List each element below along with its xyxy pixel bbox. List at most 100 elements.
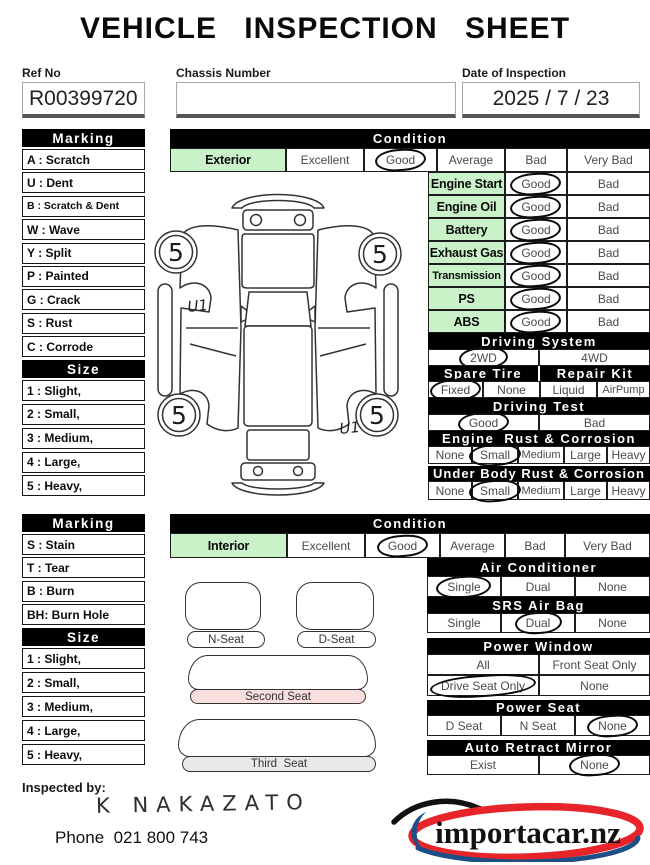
power-seat-option: None xyxy=(575,715,650,736)
mech-option: Good xyxy=(505,310,567,333)
inspected-by-label: Inspected by: xyxy=(22,780,106,795)
mechanical-row: Transmission Good Bad xyxy=(428,264,650,287)
importacar-logo: importacar.nz xyxy=(391,798,644,862)
driving-test-row: Good Bad xyxy=(428,414,650,431)
logo-text: importacar.nz xyxy=(435,815,621,850)
mech-option: Bad xyxy=(567,172,650,195)
mech-option: Bad xyxy=(567,264,650,287)
mech-label: Engine Oil xyxy=(428,195,505,218)
ac-option: Dual xyxy=(501,576,575,597)
tire-grade: 5 xyxy=(372,240,388,269)
power-window-option: All xyxy=(427,654,539,675)
driving-system-option: 2WD xyxy=(428,349,539,366)
legend-item: Y : Split xyxy=(22,242,145,264)
tire-grade: 5 xyxy=(171,401,187,430)
wheel-mark xyxy=(358,232,402,276)
driving-system-option: 4WD xyxy=(539,349,650,366)
legend-item: T : Tear xyxy=(22,557,145,579)
mechanical-row: Engine Start Good Bad xyxy=(428,172,650,195)
cabin-roof xyxy=(243,325,313,427)
legend-item: 1 : Slight, xyxy=(22,648,145,670)
wheel-mark xyxy=(154,230,198,274)
seat-diagram: N-Seat D-Seat Second Seat Third Seat xyxy=(170,579,402,779)
inspector-signature: K NAKAZATO xyxy=(95,790,311,818)
exterior-legend: Marking A : Scratch U : Dent B : Scratch… xyxy=(22,129,145,499)
repair-option: Liquid xyxy=(540,381,597,398)
mirror-option: Exist xyxy=(427,755,539,775)
mech-label: PS xyxy=(428,287,505,310)
exterior-row-label: Exterior xyxy=(170,148,286,172)
page-title: VEHICLE INSPECTION SHEET xyxy=(79,12,571,45)
mechanical-row: PS Good Bad xyxy=(428,287,650,310)
legend-item: 5 : Heavy, xyxy=(22,744,145,766)
legend-item: A : Scratch xyxy=(22,149,145,170)
inspection-date-value: 2025 / 7 / 23 xyxy=(462,82,640,118)
auto-retract-mirror-row: Exist None xyxy=(427,755,650,775)
ref-no-label: Ref No xyxy=(22,66,61,80)
srs-option: None xyxy=(575,613,650,633)
power-window-row: All Front Seat Only xyxy=(427,654,650,675)
underbody-rust-option: Small xyxy=(472,481,518,500)
legend-item: 2 : Small, xyxy=(22,672,145,694)
exterior-option: Average xyxy=(437,148,505,172)
mechanical-row: Battery Good Bad xyxy=(428,218,650,241)
driving-system-title: Driving System xyxy=(428,333,650,349)
air-conditioner-row: Single Dual None xyxy=(427,576,650,597)
legend-item: 3 : Medium, xyxy=(22,427,145,449)
power-window-title: Power Window xyxy=(427,638,650,654)
mech-option: Good xyxy=(505,241,567,264)
interior-row-label: Interior xyxy=(170,533,287,558)
spare-option: None xyxy=(483,381,540,398)
third-seat-label: Third Seat xyxy=(182,756,376,772)
srs-airbag-title: SRS Air Bag xyxy=(427,597,650,613)
power-seat-option: D Seat xyxy=(427,715,501,736)
interior-condition-header: Condition xyxy=(170,514,650,533)
underbody-rust-option: None xyxy=(428,481,472,500)
spare-option: Fixed xyxy=(428,381,483,398)
legend-item: BH: Burn Hole xyxy=(22,604,145,626)
srs-option: Single xyxy=(427,613,501,633)
wheel-mark xyxy=(157,393,201,437)
mech-label: Engine Start xyxy=(428,172,505,195)
srs-airbag-row: Single Dual None xyxy=(427,613,650,633)
phone-number: Phone 021 800 743 xyxy=(55,828,209,847)
mechanical-row: Exhaust Gas Good Bad xyxy=(428,241,650,264)
driving-test-option: Good xyxy=(428,414,539,431)
n-seat-label: N-Seat xyxy=(187,631,265,648)
engine-rust-option: Medium xyxy=(518,446,564,464)
interior-option: Very Bad xyxy=(565,533,650,558)
power-seat-title: Power Seat xyxy=(427,700,650,715)
n-seat-back xyxy=(185,582,261,630)
interior-legend: Marking S : Stain T : Tear B : Burn BH: … xyxy=(22,514,145,768)
mirror-option: None xyxy=(539,755,650,775)
legend-item: 4 : Large, xyxy=(22,451,145,473)
engine-rust-option: Small xyxy=(472,446,518,464)
ref-no-value: R00399720 xyxy=(22,82,145,118)
mech-option: Bad xyxy=(567,241,650,264)
driving-test-title: Driving Test xyxy=(428,398,650,414)
mech-option: Good xyxy=(505,195,567,218)
power-window-option: Front Seat Only xyxy=(539,654,650,675)
mech-option: Good xyxy=(505,218,567,241)
engine-rust-title-left: Engine xyxy=(442,431,495,446)
interior-marking-title: Marking xyxy=(22,514,145,532)
engine-rust-title: Engine Rust & Corrosion xyxy=(428,431,650,446)
engine-rust-option: Large xyxy=(564,446,607,464)
mech-option: Good xyxy=(505,264,567,287)
srs-option: Dual xyxy=(501,613,575,633)
logo-blue-crescent xyxy=(411,812,426,852)
legend-item: 3 : Medium, xyxy=(22,696,145,718)
legend-item: S : Stain xyxy=(22,534,145,555)
interior-option: Bad xyxy=(505,533,565,558)
tire-grade: 5 xyxy=(369,401,385,430)
mech-option: Good xyxy=(505,287,567,310)
front-bumper xyxy=(231,193,325,209)
legend-item: 4 : Large, xyxy=(22,720,145,742)
spare-tire-title: Spare Tire xyxy=(428,366,538,381)
wheel-mark xyxy=(355,393,399,437)
legend-item: 5 : Heavy, xyxy=(22,475,145,497)
mech-option: Good xyxy=(505,172,567,195)
underbody-rust-option: Large xyxy=(564,481,607,500)
exterior-option: Excellent xyxy=(286,148,364,172)
